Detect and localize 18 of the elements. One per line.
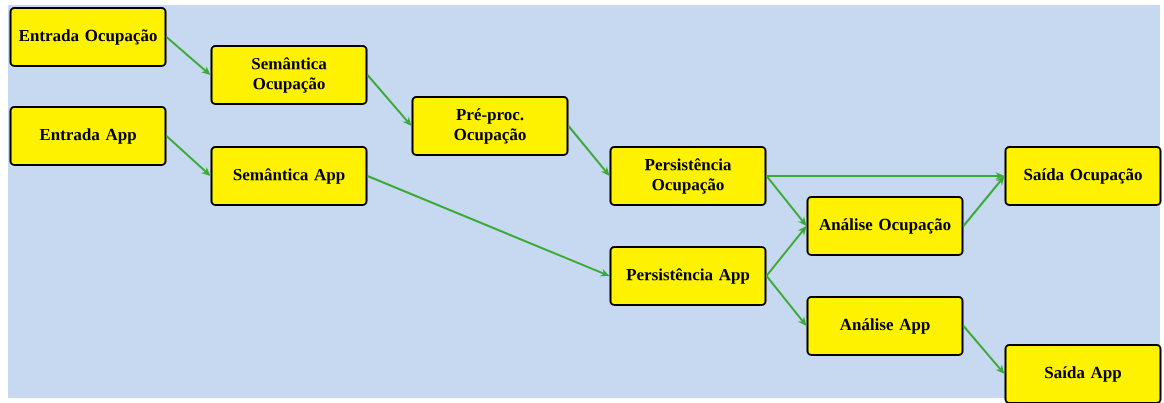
process-box: Saída Ocupação <box>1004 146 1162 206</box>
arrow <box>962 176 1005 227</box>
arrow <box>962 325 1005 374</box>
arrow <box>765 175 807 226</box>
process-box: Pré-proc. Ocupação <box>411 96 569 156</box>
process-box: Semântica App <box>210 146 368 206</box>
process-box: Persistência Ocupação <box>609 146 767 206</box>
process-box: Análise App <box>806 296 964 356</box>
arrow <box>765 275 807 326</box>
process-box: Persistência App <box>609 246 767 306</box>
process-box: Semântica Ocupação <box>210 45 368 105</box>
process-box: Análise Ocupação <box>806 196 964 256</box>
process-box: Saída App <box>1004 344 1162 403</box>
arrow <box>567 125 610 176</box>
process-box: Entrada Ocupação <box>9 7 167 67</box>
arrow <box>366 74 412 126</box>
arrow <box>765 226 807 277</box>
process-box: Entrada App <box>9 106 167 166</box>
